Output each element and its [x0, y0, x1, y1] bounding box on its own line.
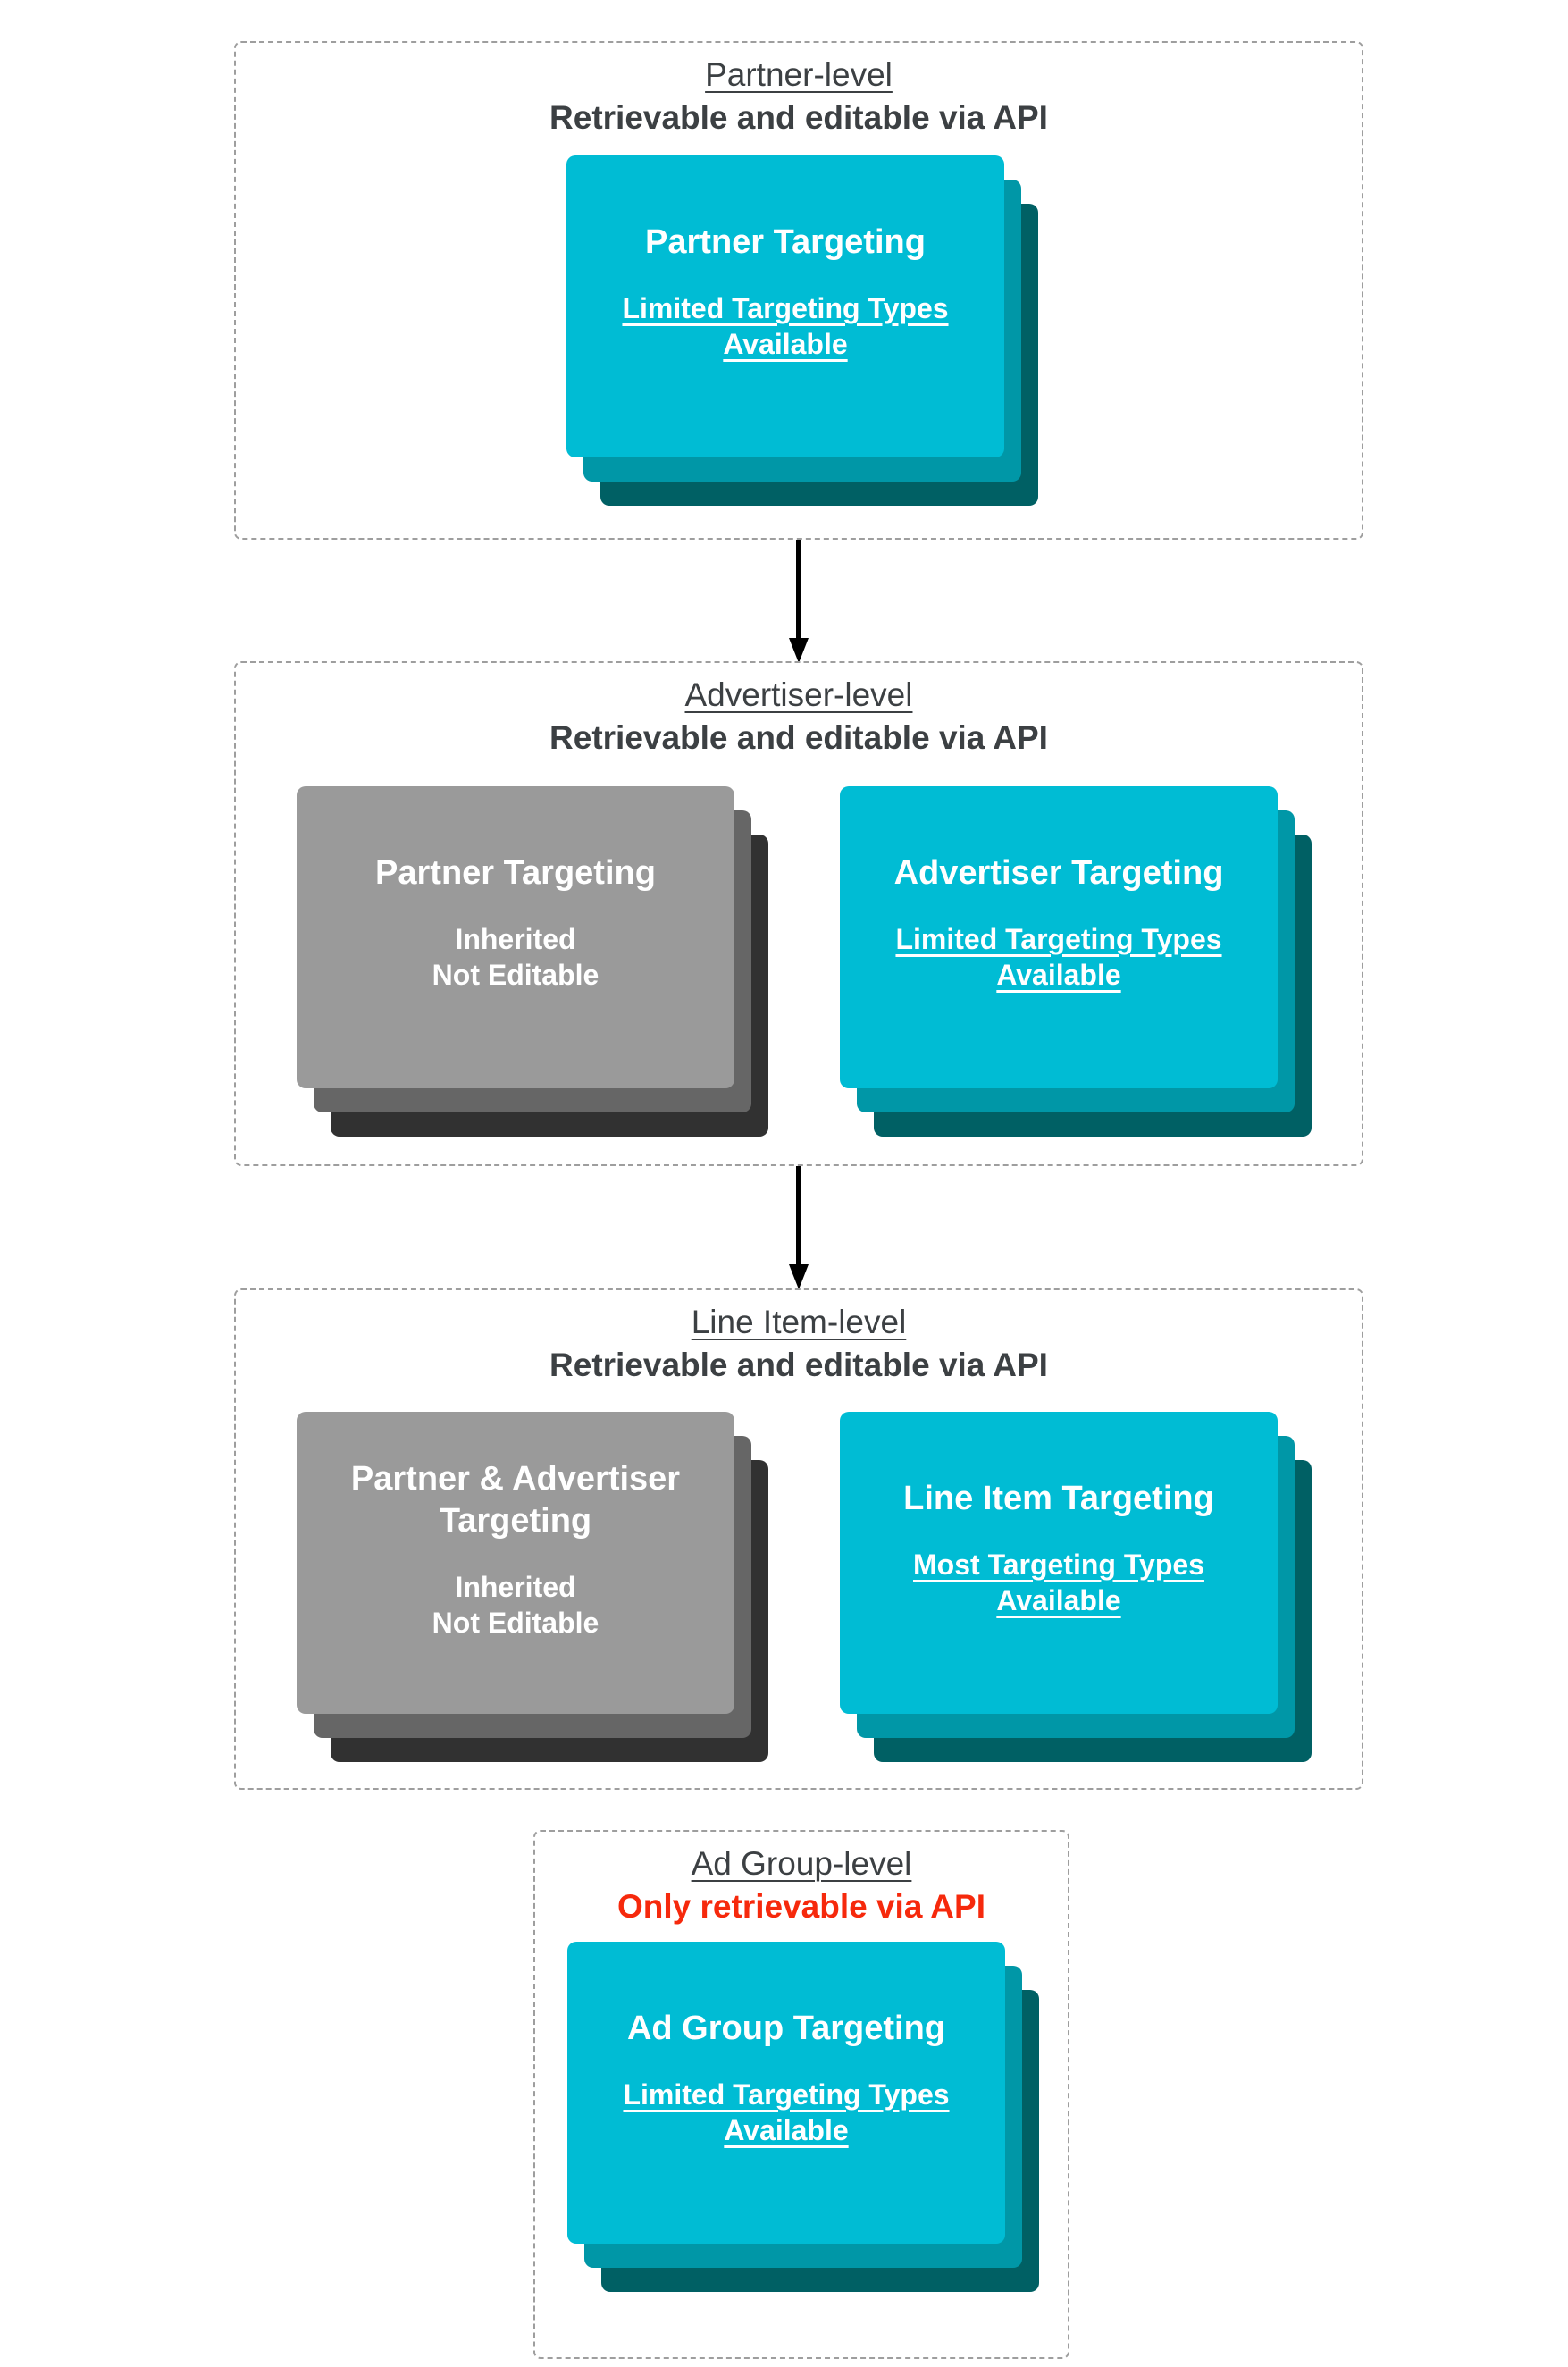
section-title: Partner-level — [705, 56, 893, 93]
card-heading: Partner Targeting — [645, 223, 926, 261]
card-line-item-targeting-stack: Line Item Targeting Most Targeting Types… — [840, 1412, 1312, 1762]
section-title: Line Item-level — [691, 1304, 907, 1340]
section-partner-level — [234, 41, 1363, 540]
card-partner-advertiser-targeting: Partner & Advertiser Targeting Inherited… — [297, 1412, 734, 1714]
card-heading: Ad Group Targeting — [626, 2010, 946, 2047]
card-body-line: Limited Targeting Types — [623, 2078, 950, 2111]
card-body-line: Available — [724, 2114, 849, 2146]
card-body: Limited Targeting Types Available — [575, 290, 995, 362]
card-heading: Partner & Advertiser Targeting — [306, 1458, 725, 1542]
arrow-line — [796, 1166, 801, 1266]
card-body: Most Targeting Types Available — [849, 1547, 1269, 1618]
card-ad-group-targeting-stack: Ad Group Targeting Limited Targeting Typ… — [567, 1942, 1039, 2292]
card-body-line: Most Targeting Types — [913, 1549, 1204, 1581]
card-body: Inherited Not Editable — [306, 921, 725, 993]
card-advertiser-targeting-stack: Advertiser Targeting Limited Targeting T… — [840, 786, 1312, 1137]
card-body-line: Available — [996, 1584, 1121, 1616]
section-subtitle: Retrievable and editable via API — [549, 1347, 1048, 1383]
card-ad-group-targeting: Ad Group Targeting Limited Targeting Typ… — [567, 1942, 1005, 2244]
card-body: Limited Targeting Types Available — [576, 2077, 996, 2148]
section-subtitle: Retrievable and editable via API — [549, 99, 1048, 136]
card-partner-advertiser-targeting-stack: Partner & Advertiser Targeting Inherited… — [297, 1412, 768, 1762]
card-body-line: Limited Targeting Types — [622, 292, 949, 324]
card-heading-line: Targeting — [439, 1502, 592, 1540]
section-ad-group-level-titles: Ad Group-level Only retrievable via API — [533, 1842, 1069, 1928]
section-line-item-level-titles: Line Item-level Retrievable and editable… — [234, 1301, 1363, 1387]
card-partner-targeting-inherited: Partner Targeting Inherited Not Editable — [297, 786, 734, 1088]
card-body-line: Inherited — [455, 1571, 576, 1603]
card-body-line: Inherited — [455, 923, 576, 955]
section-ad-group-level — [533, 1830, 1069, 2359]
section-advertiser-level-titles: Advertiser-level Retrievable and editabl… — [234, 674, 1363, 760]
card-partner-targeting-stack: Partner Targeting Limited Targeting Type… — [566, 155, 1038, 506]
card-partner-targeting: Partner Targeting Limited Targeting Type… — [566, 155, 1004, 457]
section-title: Ad Group-level — [691, 1845, 912, 1882]
arrow-head-icon — [789, 1264, 809, 1289]
card-heading: Line Item Targeting — [903, 1480, 1214, 1517]
card-body-line: Available — [996, 959, 1121, 991]
section-advertiser-level — [234, 661, 1363, 1166]
card-line-item-targeting: Line Item Targeting Most Targeting Types… — [840, 1412, 1278, 1714]
card-partner-targeting-inherited-stack: Partner Targeting Inherited Not Editable — [297, 786, 768, 1137]
section-line-item-level — [234, 1288, 1363, 1790]
section-title: Advertiser-level — [684, 676, 913, 713]
card-body-line: Not Editable — [432, 959, 600, 991]
card-body: Inherited Not Editable — [306, 1569, 725, 1641]
section-subtitle: Retrievable and editable via API — [549, 719, 1048, 756]
arrow-head-icon — [789, 638, 809, 663]
card-heading-line: Partner & Advertiser — [350, 1460, 681, 1498]
section-subtitle: Only retrievable via API — [617, 1888, 985, 1925]
card-advertiser-targeting: Advertiser Targeting Limited Targeting T… — [840, 786, 1278, 1088]
arrow-line — [796, 540, 801, 640]
card-body: Limited Targeting Types Available — [849, 921, 1269, 993]
card-heading: Advertiser Targeting — [893, 854, 1224, 892]
card-body-line: Not Editable — [432, 1607, 600, 1639]
section-partner-level-titles: Partner-level Retrievable and editable v… — [234, 54, 1363, 139]
card-heading: Partner Targeting — [375, 854, 656, 892]
card-body-line: Limited Targeting Types — [895, 923, 1222, 955]
card-body-line: Available — [723, 328, 848, 360]
